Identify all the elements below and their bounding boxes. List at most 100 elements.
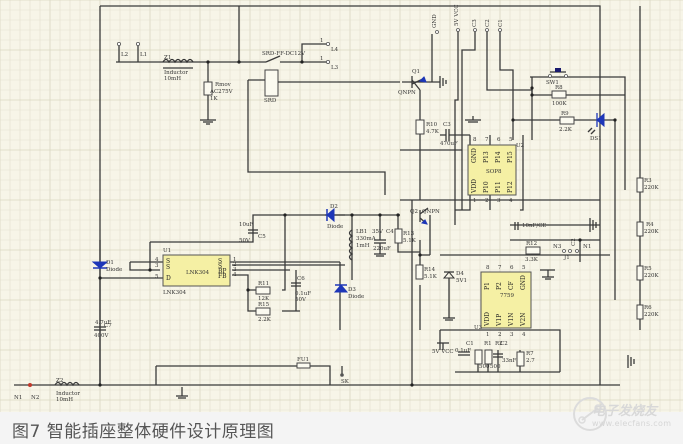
pin-label: 2 xyxy=(498,332,502,338)
junctions xyxy=(98,60,617,387)
svg-text:LB1: LB1 xyxy=(356,229,367,235)
svg-text:C6: C6 xyxy=(297,276,305,282)
pin-label: 7 xyxy=(485,137,489,143)
pin-label: VDD xyxy=(484,312,491,327)
svg-text:220uF: 220uF xyxy=(373,246,391,252)
svg-text:Diode: Diode xyxy=(106,267,122,273)
pin-label: BP xyxy=(218,268,226,275)
inductor-z1: Z1 Inductor 10mH xyxy=(162,55,194,82)
svg-text:L2: L2 xyxy=(121,52,128,58)
svg-text:C1: C1 xyxy=(466,341,474,347)
wires xyxy=(14,5,641,386)
svg-text:0.1uF: 0.1uF xyxy=(295,291,311,297)
pin-label: V2N xyxy=(520,313,527,327)
svg-text:R14: R14 xyxy=(424,267,436,273)
pin-label: S xyxy=(166,258,170,265)
inductor-lb1: LB1 330mA 1mH xyxy=(348,229,377,261)
svg-text:1mH: 1mH xyxy=(356,243,370,249)
svg-text:R4: R4 xyxy=(646,222,654,228)
pin-label: 2 xyxy=(233,262,237,268)
svg-text:100K: 100K xyxy=(552,101,567,107)
connector-c2: C2 xyxy=(485,19,491,32)
pin-label: S xyxy=(166,264,170,271)
svg-text:5.1K: 5.1K xyxy=(403,238,417,244)
diode-d1: D1 Diode xyxy=(91,260,122,273)
svg-text:D2: D2 xyxy=(330,204,338,210)
svg-text:Inductor: Inductor xyxy=(164,70,188,76)
pin-label: 1 xyxy=(473,198,477,204)
svg-text:D3: D3 xyxy=(348,287,356,293)
svg-text:1: 1 xyxy=(320,56,324,62)
svg-text:5V VCC: 5V VCC xyxy=(454,4,460,26)
resistor-r11: R11 12K xyxy=(255,281,271,302)
resistor-r4: R4 220K xyxy=(636,221,659,237)
pin-label: 5 xyxy=(509,137,513,143)
svg-text:LNK304: LNK304 xyxy=(163,290,187,296)
led-ds1: DS1 xyxy=(587,112,605,142)
resistor-r2: R2 500 xyxy=(484,341,503,370)
svg-text:SW1: SW1 xyxy=(546,80,559,86)
svg-text:N1: N1 xyxy=(583,244,591,250)
pin-label: V1N xyxy=(508,313,515,327)
svg-text:C1: C1 xyxy=(498,19,504,27)
svg-text:SRD: SRD xyxy=(264,98,277,104)
svg-text:D4: D4 xyxy=(456,271,464,277)
svg-text:33nF: 33nF xyxy=(502,358,517,364)
pin-label: GND xyxy=(520,275,527,290)
resistor-r7: R7 2.7 xyxy=(516,351,535,367)
svg-text:Diode: Diode xyxy=(348,294,364,300)
svg-text:220K: 220K xyxy=(644,229,659,235)
svg-text:10mH: 10mH xyxy=(164,76,181,82)
diode-d3: D3 Diode xyxy=(333,284,364,300)
connector-l1: L1 xyxy=(135,42,147,62)
svg-text:R1: R1 xyxy=(484,341,492,347)
pin-label: 3 xyxy=(510,332,514,338)
ground-icon xyxy=(200,119,216,125)
svg-text:U2: U2 xyxy=(516,143,524,149)
ground-icon xyxy=(465,116,481,123)
resistor-r14: R14 5.1K xyxy=(415,264,438,280)
resistor-r5: R5 220K xyxy=(636,265,659,281)
pin-label: 3 xyxy=(497,198,501,204)
pin-label: 3 xyxy=(233,267,237,273)
svg-text:C2: C2 xyxy=(485,19,491,27)
varistor-rmov: Rmov AC275V 1K xyxy=(200,81,234,125)
svg-text:LNK304: LNK304 xyxy=(186,270,210,276)
resistor-r9: R9 2.2K xyxy=(559,111,575,133)
svg-text:C2: C2 xyxy=(571,238,577,246)
capacitor-c4: 35V C4 220uF xyxy=(372,229,394,257)
resistor-r8: R8 100K xyxy=(551,85,567,107)
svg-text:R10: R10 xyxy=(426,122,438,128)
resistor-r3: R3 220K xyxy=(636,177,659,193)
svg-text:C2: C2 xyxy=(500,341,508,347)
svg-text:SRD-FF-DC12V: SRD-FF-DC12V xyxy=(262,51,306,57)
pin-label: VDD xyxy=(471,179,478,194)
svg-text:Q2: Q2 xyxy=(410,209,418,215)
svg-text:D1: D1 xyxy=(106,260,114,266)
ground-icon xyxy=(176,387,188,399)
capacitor-c3: C3 470uF xyxy=(440,116,481,147)
transistor-q1: Q1 QNPN xyxy=(398,69,427,96)
capacitor-c7: 4.7uF 400V C7 xyxy=(94,320,112,339)
svg-text:R5: R5 xyxy=(644,266,652,272)
resistor-r13: R13 5.1K xyxy=(394,228,417,244)
inductor-z2: Z2 Inductor 10mH xyxy=(54,378,80,403)
ground-icon xyxy=(443,278,455,321)
svg-text:AC275V: AC275V xyxy=(209,89,234,95)
svg-text:10uF: 10uF xyxy=(239,222,254,228)
svg-text:R2: R2 xyxy=(495,341,503,347)
svg-text:220K: 220K xyxy=(644,273,659,279)
pin-label: P15 xyxy=(507,151,514,163)
svg-text:Z2: Z2 xyxy=(56,378,63,384)
relay-srd: SRD-FF-DC12V SRD xyxy=(248,51,306,104)
circuit-schematic: L2 L1 Z1 Inductor 10mH Rmov AC275V 1K SR… xyxy=(0,0,683,412)
pin-label: CF xyxy=(508,281,515,290)
switch-sw1[interactable]: SW1 xyxy=(546,68,568,86)
svg-text:N1: N1 xyxy=(14,395,22,401)
pin-label: P14 xyxy=(495,151,502,163)
svg-text:330mA: 330mA xyxy=(356,236,377,242)
svg-text:10nF/CE: 10nF/CE xyxy=(522,223,546,229)
connector-c3: C3 xyxy=(472,19,478,32)
svg-text:C3: C3 xyxy=(472,19,478,27)
